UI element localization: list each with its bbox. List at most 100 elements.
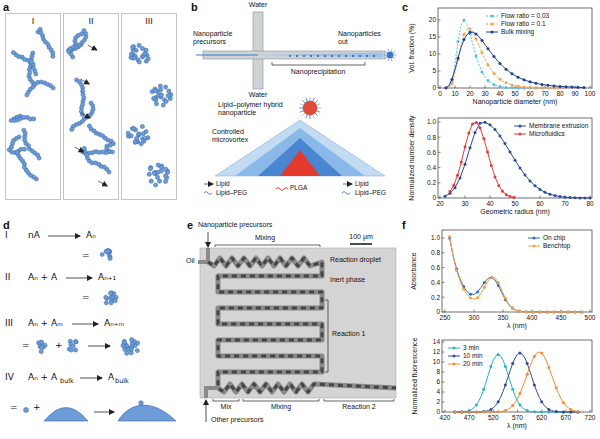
- bead: [158, 179, 162, 183]
- annotation: Nanoparticle precursors: [193, 30, 243, 45]
- tick-label: 0.8: [431, 249, 440, 256]
- data-marker: [533, 410, 536, 413]
- legend-label: Microfluidics: [529, 130, 565, 137]
- equation-text: Aₙ₊₁: [98, 272, 116, 282]
- lipid-shell: [310, 97, 311, 101]
- burst-ray: [385, 57, 387, 58]
- equation-text: bulk: [60, 378, 74, 385]
- data-marker: [494, 128, 497, 131]
- data-marker: [526, 362, 529, 365]
- bead: [164, 99, 168, 103]
- data-marker: [529, 86, 532, 89]
- data-marker: [555, 386, 558, 389]
- burst-ray: [385, 51, 387, 52]
- data-marker: [468, 411, 471, 414]
- tick-label: 670: [560, 414, 571, 421]
- data-marker: [562, 401, 565, 404]
- data-marker: [493, 83, 496, 86]
- tick-label: 50: [511, 200, 518, 207]
- data-marker: [489, 123, 492, 126]
- equation-text: Aₙ + A: [28, 272, 57, 282]
- data-marker: [494, 175, 497, 178]
- data-marker: [511, 404, 514, 407]
- lipid-shell: [315, 100, 318, 103]
- tick-mark: [474, 310, 475, 313]
- data-marker: [469, 297, 472, 300]
- bead: [71, 344, 75, 348]
- data-marker: [580, 311, 583, 314]
- tick-mark: [590, 310, 591, 313]
- bead: [111, 295, 115, 299]
- data-marker: [546, 311, 549, 314]
- bead: [106, 249, 110, 253]
- annotation: Controlled microvortex: [212, 128, 267, 143]
- data-marker: [482, 410, 485, 413]
- data-marker: [541, 83, 544, 86]
- data-marker: [526, 373, 529, 376]
- tick-label: 14: [433, 338, 440, 345]
- data-marker: [541, 86, 544, 89]
- axis-title: Normalized fluorescence: [410, 338, 418, 415]
- data-marker: [509, 195, 512, 198]
- legend-label: Flow ratio = 0.03: [501, 12, 549, 19]
- tick-label: 250: [440, 314, 451, 321]
- equation-text: Aₙ: [86, 230, 96, 240]
- tick-mark: [442, 402, 445, 403]
- tick-label: 50: [511, 90, 518, 97]
- legend-label: 10 min: [463, 352, 483, 359]
- bead: [140, 124, 144, 128]
- data-marker: [540, 352, 543, 355]
- data-marker: [555, 410, 558, 413]
- data-marker: [475, 55, 478, 58]
- tick-mark: [465, 196, 466, 199]
- tick-label: 400: [527, 314, 538, 321]
- tick-label: 6: [436, 378, 440, 385]
- tick-mark: [470, 86, 471, 89]
- annotation: Reaction droplet: [330, 256, 381, 264]
- bead: [121, 344, 125, 348]
- bead: [40, 345, 44, 349]
- panel-box: II: [63, 13, 119, 200]
- data-marker: [493, 72, 496, 75]
- bead: [133, 140, 137, 144]
- tick-mark: [590, 86, 591, 89]
- tick-label: 60: [536, 200, 543, 207]
- data-marker: [569, 196, 572, 199]
- legend-sample: [491, 23, 494, 26]
- microvortex-layer: [258, 138, 342, 176]
- data-marker: [481, 51, 484, 54]
- focused-stream: [258, 53, 383, 58]
- microvortex-layer: [235, 128, 365, 176]
- data-series: [446, 32, 584, 88]
- data-marker: [525, 310, 528, 313]
- data-marker: [535, 86, 538, 89]
- axis-title: Normalized number density: [408, 115, 416, 200]
- tick-mark: [590, 410, 591, 413]
- data-marker: [559, 195, 562, 198]
- tick-label: 15: [429, 33, 436, 40]
- data-marker: [569, 411, 572, 414]
- aggregation-arrow: [81, 113, 90, 118]
- legend-sample: [486, 24, 498, 25]
- tick-mark: [438, 88, 441, 89]
- data-marker: [457, 57, 460, 60]
- equation-text: Aₙ + Aₘ: [28, 318, 63, 328]
- key-label: PLGA: [290, 184, 307, 191]
- data-marker: [511, 388, 514, 391]
- tick-label: 40: [486, 200, 493, 207]
- reaction-arrow: [48, 236, 80, 237]
- bead: [130, 342, 134, 346]
- data-marker: [518, 352, 521, 355]
- tick-mark: [438, 71, 441, 72]
- equation-text: III: [5, 318, 13, 328]
- data-series: [450, 238, 582, 312]
- panel-box: I: [5, 13, 61, 200]
- data-marker: [482, 137, 485, 140]
- data-marker: [504, 365, 507, 368]
- data-marker: [445, 87, 448, 90]
- tick-mark: [540, 196, 541, 199]
- tick-label: 40: [496, 90, 503, 97]
- bead: [161, 103, 165, 107]
- legend-sample: [528, 246, 540, 247]
- data-marker: [573, 311, 576, 314]
